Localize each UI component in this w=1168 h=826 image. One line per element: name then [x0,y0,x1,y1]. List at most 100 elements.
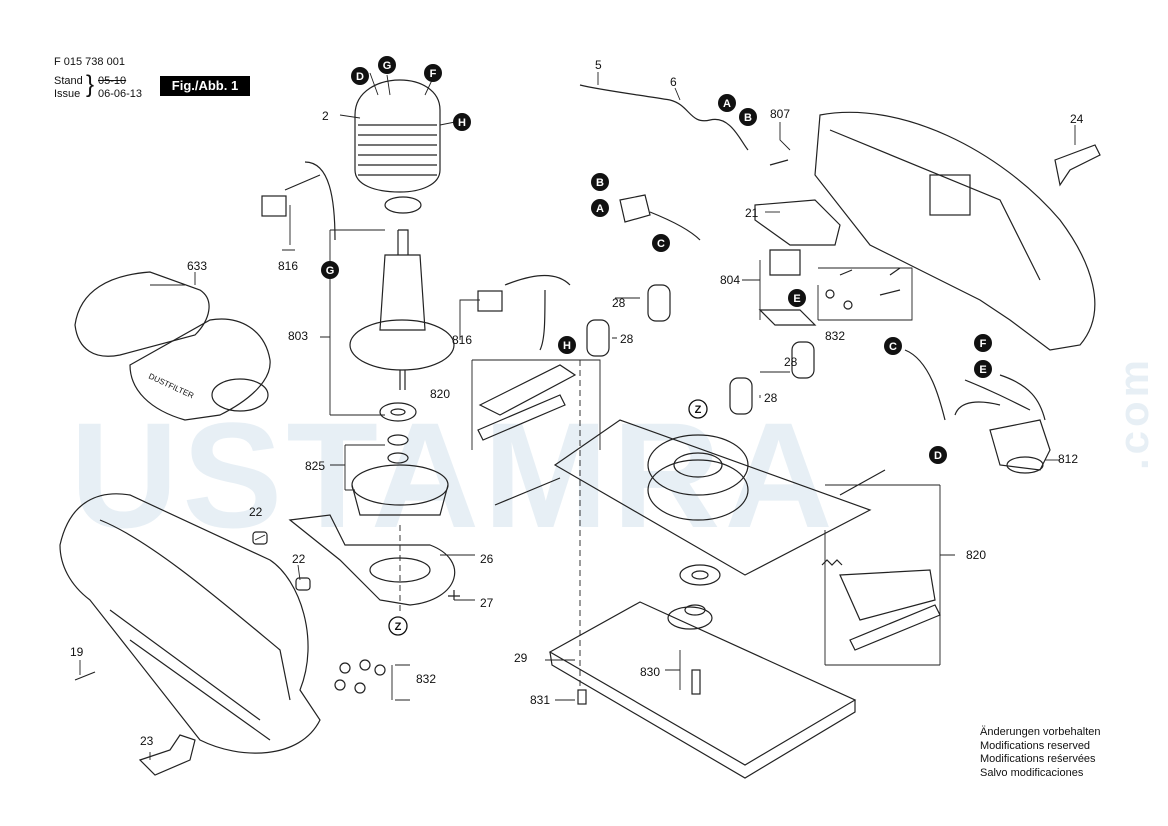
note-es: Salvo modificaciones [980,766,1084,779]
svg-text:E: E [793,293,800,305]
svg-text:H: H [458,117,466,129]
watermark-text: USTAMRA [70,391,837,559]
fan [351,464,449,506]
label-803: 803 [288,329,308,343]
svg-text:F: F [980,338,987,350]
marker-F2: F [974,334,992,352]
screw-19 [74,671,96,681]
guide-bushing-4 [729,377,753,415]
stand-date-old: 05-10 [98,75,127,87]
stand-label: Stand [54,75,83,87]
dust-filter-box [74,271,210,357]
label-831: 831 [530,693,550,707]
housing-left [59,493,321,754]
clamp-right [839,569,941,651]
svg-text:D: D [356,71,364,83]
svg-text:A: A [596,203,604,215]
label-2: 2 [322,109,329,123]
marker-B2: B [591,173,609,191]
marker-C1: C [652,234,670,252]
clamp-left [477,364,577,441]
eccentric-ring [647,434,749,496]
issue-label: Issue [54,88,81,100]
marker-Z1: Z [688,399,708,419]
label-816a: 816 [278,259,298,273]
leader-lines [79,72,1076,760]
label-23: 23 [140,734,154,748]
marker-G1: G [378,56,396,74]
svg-text:B: B [744,112,752,124]
guide-bushing-3 [791,341,815,379]
label-804: 804 [720,273,740,287]
marker-Z2: Z [388,616,408,636]
guide-bushing-2 [586,319,610,357]
label-28a: 28 [612,296,626,310]
marker-H1: H [453,113,471,131]
screw-27 [448,590,460,600]
bushing-22b [295,577,311,591]
label-832a: 832 [416,672,436,686]
label-19: 19 [70,645,84,659]
doc-number: F 015 738 001 [54,56,125,68]
dust-filter-nozzle [129,318,271,421]
guide-bushing-1 [647,284,671,322]
label-6: 6 [670,75,677,89]
switch [754,199,841,246]
dustfilter-label: DUSTFILTER [147,372,195,401]
svg-text:A: A [723,98,731,110]
note-de: Änderungen vorbehalten [980,726,1101,738]
label-807: 807 [770,107,790,121]
label-22a: 22 [249,505,263,519]
label-21: 21 [745,206,759,220]
bracket-24 [1054,144,1101,187]
note-en: Modifications reserved [980,739,1091,752]
note-fr: Modifications reśervées [980,753,1096,765]
svg-text:D: D [934,450,942,462]
svg-text:Z: Z [395,621,402,633]
svg-text:C: C [657,238,665,250]
housing-right [814,111,1096,351]
drawing-lines [59,79,1101,779]
notes-block: Änderungen vorbehalten Modifications res… [980,726,1100,780]
marker-G2: G [321,261,339,279]
label-22b: 22 [292,552,306,566]
carbon-brush-2 [477,290,503,312]
marker-B1: B [739,108,757,126]
marker-D2: D [929,446,947,464]
label-820b: 820 [966,548,986,562]
svg-text:C: C [889,341,897,353]
motor-field [354,79,441,193]
markers: D G F H G H A B B A C E C F E D Z Z [321,56,992,636]
marker-F1: F [424,64,442,82]
marker-H2: H [558,336,576,354]
label-28b: 28 [620,332,634,346]
label-28d: 28 [764,391,778,405]
label-24: 24 [1070,112,1084,126]
marker-C2: C [884,337,902,355]
svg-text:E: E [979,364,986,376]
label-27: 27 [480,596,494,610]
part-labels: 2 5 6 633 803 816 816 807 21 804 832 24 … [70,58,1084,748]
bushing-22a [252,531,268,545]
svg-text:Z: Z [695,404,702,416]
label-820a: 820 [430,387,450,401]
label-816b: 816 [452,333,472,347]
armature [379,254,426,331]
marker-A1: A [718,94,736,112]
marker-A2: A [591,199,609,217]
baffle-plate [288,514,456,606]
stand-date-new: 06-06-13 [98,88,143,100]
label-28c: 28 [784,355,798,369]
label-633: 633 [187,259,207,273]
bracket-23 [138,734,196,776]
label-812: 812 [1058,452,1078,466]
svg-text:G: G [326,265,335,277]
marker-D1: D [351,67,369,85]
label-832b: 832 [825,329,845,343]
figure-label: Fig./Abb. 1 [160,76,250,96]
label-26: 26 [480,552,494,566]
label-830: 830 [640,665,660,679]
svg-text:F: F [430,68,437,80]
brace: } [86,71,95,98]
